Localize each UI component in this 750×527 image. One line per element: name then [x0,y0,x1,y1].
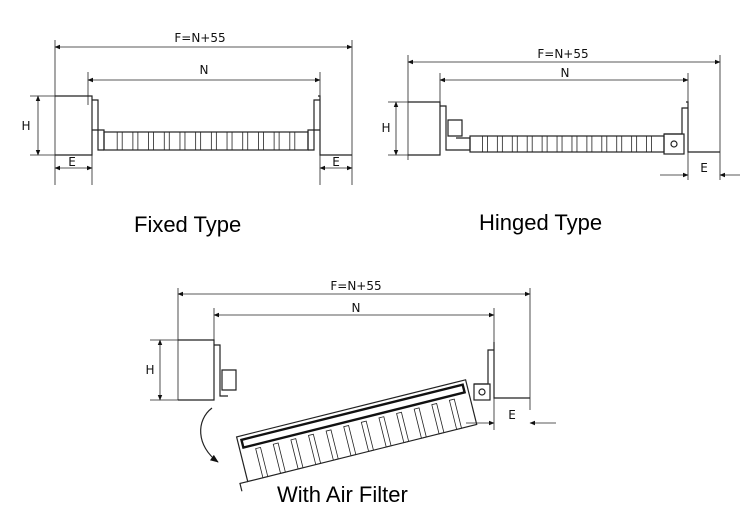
fixed-type-caption: Fixed Type [134,212,242,237]
louver-blade [586,135,593,153]
air-filter-media [239,383,467,450]
louver-blade [571,135,578,153]
filter-inner-dimension-label: N [352,301,361,315]
louver-blade [448,398,463,430]
louver-blade [413,407,427,439]
filter-latch [473,383,491,401]
louver-blade [431,403,445,435]
louver-blade [258,131,264,151]
louver-blade [242,131,249,151]
louver-blade [210,131,217,151]
louver-blade [148,131,154,151]
filter-open-grille [235,379,478,492]
louver-blade [616,135,623,153]
louver-blade [631,135,638,153]
filter-hinge [221,369,237,391]
louver-blade [255,446,269,479]
fixed-right-frame [318,95,352,156]
louver-blade [496,135,503,153]
louver-blade [343,424,357,457]
hinged-overall-dimension-label: F=N+55 [537,47,588,61]
hinged-height-label: H [381,121,390,135]
fixed-left-frame [55,95,93,156]
hinged-type-diagram: F=N+55 N H E [381,47,740,180]
hinged-latch [663,133,685,155]
louver-blade [526,135,533,153]
fixed-grille-body [103,131,309,151]
fixed-right-edge-label: E [332,155,340,169]
louver-blade [646,135,652,153]
louver-blade [325,429,339,461]
hinged-louvers [482,135,652,153]
air-filter-caption: With Air Filter [277,482,408,507]
hinged-type-caption: Hinged Type [479,210,603,235]
louver-blade [378,416,392,448]
louver-blade [556,135,563,153]
louver-blade [179,131,186,151]
hinged-hinge [447,119,463,137]
fixed-type-diagram: F=N+55 N H E E [21,31,353,185]
louver-blade [360,420,374,452]
fixed-left-edge-label: E [68,155,76,169]
filter-louvers [255,398,463,479]
fixed-louvers [116,131,296,151]
louver-blade [163,131,170,151]
fixed-overall-dimension-label: F=N+55 [174,31,225,45]
air-filter-diagram: F=N+55 N H E [145,279,556,492]
fixed-height-label: H [21,119,30,133]
louver-blade [272,442,286,474]
louver-blade [308,433,322,466]
filter-left-frame [178,339,215,401]
louver-blade [396,411,410,444]
louver-blade [226,131,233,151]
louver-blade [290,438,304,470]
filter-overall-dimension-label: F=N+55 [330,279,381,293]
swing-direction-arc [200,407,219,463]
louver-blade [273,131,280,151]
filter-edge-label: E [508,408,516,422]
louver-blade [482,135,488,153]
louver-blade [289,131,296,151]
louver-blade [116,131,123,151]
louver-blade [132,131,139,151]
hinged-right-frame [686,101,720,153]
louver-blade [511,135,518,153]
fixed-inner-dimension-label: N [200,63,209,77]
hinged-left-frame [408,101,441,156]
hinged-inner-dimension-label: N [561,66,570,80]
louver-blade [195,131,202,151]
hinged-edge-label: E [700,161,708,175]
louver-blade [541,135,548,153]
filter-right-frame [493,342,530,399]
louver-blade [601,135,608,153]
filter-height-label: H [145,363,154,377]
hinged-grille-body [469,135,665,153]
